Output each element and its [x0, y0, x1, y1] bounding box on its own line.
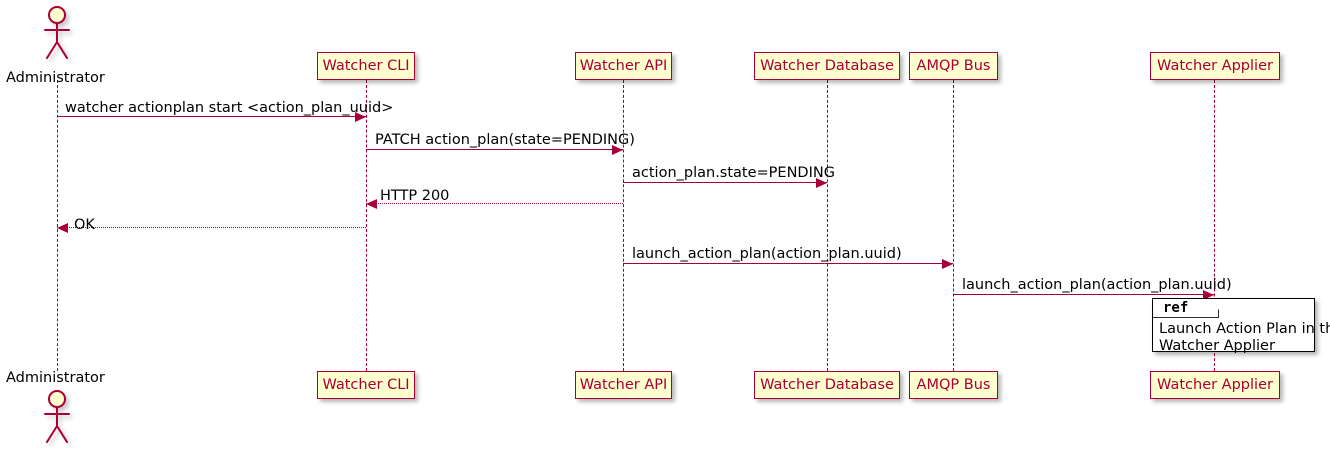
- lifeline-amqp: [953, 80, 954, 371]
- participant-label: Watcher Database: [760, 57, 894, 74]
- participant-label: Watcher CLI: [322, 57, 410, 74]
- header-participant-api: Watcher API: [575, 52, 672, 80]
- message-line-7: [953, 294, 1214, 295]
- message-line-3: [623, 182, 827, 183]
- message-arrowhead-3: [816, 177, 827, 188]
- lifeline-database: [827, 80, 828, 371]
- actor-figure-bottom: [39, 388, 75, 448]
- header-participant-cli: Watcher CLI: [317, 52, 415, 80]
- ref-fragment-tab: ref: [1153, 299, 1219, 318]
- participant-label: Watcher Database: [760, 376, 894, 393]
- message-line-4: [366, 203, 623, 204]
- message-label-3: action_plan.state=PENDING: [632, 165, 835, 181]
- ref-keyword-label: ref: [1163, 300, 1189, 316]
- message-arrowhead-6: [942, 258, 953, 269]
- header-participant-database: Watcher Database: [754, 52, 900, 80]
- message-label-7: launch_action_plan(action_plan.uuid): [962, 277, 1232, 293]
- footer-participant-database: Watcher Database: [754, 371, 900, 399]
- lifeline-cli: [366, 80, 367, 371]
- participant-label: Watcher Applier: [1157, 376, 1273, 393]
- actor-label-bottom: Administrator: [6, 370, 105, 386]
- lifeline-api: [623, 80, 624, 371]
- footer-participant-applier: Watcher Applier: [1150, 371, 1280, 399]
- ref-fragment-text-line1: Launch Action Plan in the: [1159, 321, 1330, 337]
- message-arrowhead-7: [1203, 289, 1214, 300]
- message-label-5: OK: [74, 217, 95, 233]
- message-line-2: [366, 149, 623, 150]
- header-participant-amqp: AMQP Bus: [909, 52, 998, 80]
- participant-label: Watcher CLI: [322, 376, 410, 393]
- participant-label: Watcher API: [579, 376, 668, 393]
- message-line-6: [623, 263, 953, 264]
- footer-participant-api: Watcher API: [575, 371, 672, 399]
- participant-label: AMQP Bus: [916, 376, 991, 393]
- participant-label: AMQP Bus: [916, 57, 991, 74]
- participant-label: Watcher API: [579, 57, 668, 74]
- message-arrowhead-5: [57, 222, 68, 233]
- lifeline-applier: [1214, 80, 1215, 371]
- message-line-1: [57, 116, 366, 117]
- footer-participant-cli: Watcher CLI: [317, 371, 415, 399]
- actor-label-top: Administrator: [6, 70, 105, 86]
- participant-label: Watcher Applier: [1157, 57, 1273, 74]
- message-arrowhead-4: [366, 198, 377, 209]
- actor-figure-top: [39, 4, 75, 64]
- footer-participant-amqp: AMQP Bus: [909, 371, 998, 399]
- message-arrowhead-1: [355, 111, 366, 122]
- message-label-4: HTTP 200: [380, 188, 450, 204]
- header-participant-applier: Watcher Applier: [1150, 52, 1280, 80]
- message-label-1: watcher actionplan start <action_plan_uu…: [65, 100, 394, 116]
- message-label-6: launch_action_plan(action_plan.uuid): [632, 246, 902, 262]
- message-line-5: [57, 227, 366, 228]
- message-label-2: PATCH action_plan(state=PENDING): [375, 132, 635, 148]
- message-arrowhead-2: [612, 144, 623, 155]
- ref-fragment-text-line2: Watcher Applier: [1159, 338, 1275, 354]
